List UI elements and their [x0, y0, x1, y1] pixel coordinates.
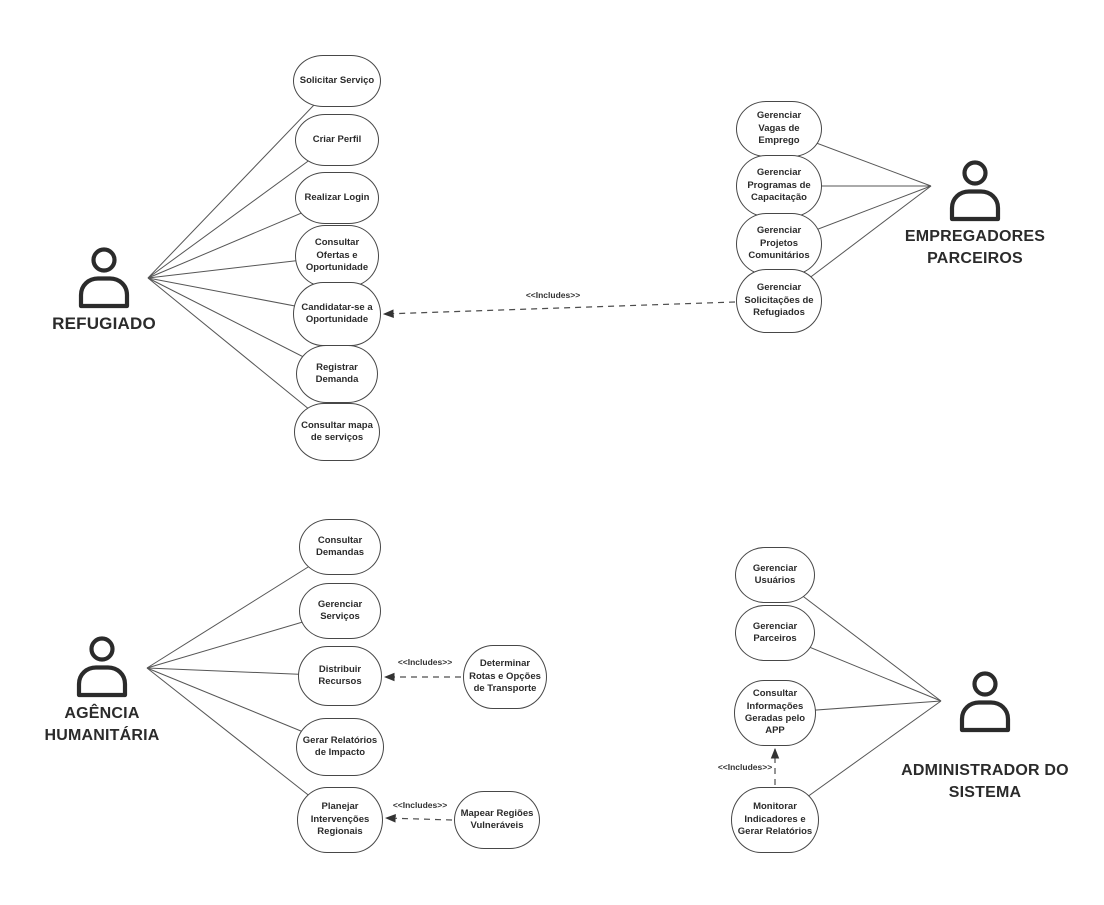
use-case-gerenciar-solicitacoes: Gerenciar Solicitações de Refugiados: [736, 269, 822, 333]
use-case-planejar-intervencoes: Planejar Intervenções Regionais: [297, 787, 383, 853]
use-case-monitorar-indicadores: Monitorar Indicadores e Gerar Relatórios: [731, 787, 819, 853]
use-case-consultar-demandas: Consultar Demandas: [299, 519, 381, 575]
use-case-gerar-relatorios-impacto: Gerar Relatórios de Impacto: [296, 718, 384, 776]
use-case-registrar-demanda: Registrar Demanda: [296, 345, 378, 403]
actor-association-lines: [146, 80, 942, 821]
use-case-distribuir-recursos: Distribuir Recursos: [298, 646, 382, 706]
includes-label-monitorar: <<Includes>>: [717, 762, 773, 772]
use-case-gerenciar-vagas: Gerenciar Vagas de Emprego: [736, 101, 822, 157]
empregadores-actor-label: EMPREGADORES PARCEIROS: [904, 228, 1046, 268]
administrador-actor-icon: [959, 671, 1011, 733]
use-case-realizar-login: Realizar Login: [295, 172, 379, 224]
agencia-actor-icon: [76, 636, 128, 698]
use-case-solicitar-servico: Solicitar Serviço: [293, 55, 381, 107]
administrador-actor-label: ADMINISTRADOR DO SISTEMA: [901, 762, 1069, 802]
includes-dashed-arrows: [382, 301, 780, 823]
use-case-gerenciar-programas: Gerenciar Programas de Capacitação: [736, 155, 822, 217]
refugiado-actor-label: REFUGIADO: [52, 314, 156, 333]
use-case-determinar-rotas: Determinar Rotas e Opções de Transporte: [463, 645, 547, 709]
use-case-gerenciar-parceiros: Gerenciar Parceiros: [735, 605, 815, 661]
use-case-candidatar-se: Candidatar-se a Oportunidade: [293, 282, 381, 346]
use-case-consultar-ofertas: Consultar Ofertas e Oportunidade: [295, 225, 379, 287]
includes-label-distribuir: <<Includes>>: [397, 657, 453, 667]
empregadores-actor-icon: [949, 160, 1001, 222]
use-case-gerenciar-usuarios: Gerenciar Usuários: [735, 547, 815, 603]
includes-label-planejar: <<Includes>>: [392, 800, 448, 810]
includes-label-candidatar: <<Includes>>: [525, 290, 581, 300]
use-case-gerenciar-servicos: Gerenciar Serviços: [299, 583, 381, 639]
use-case-gerenciar-projetos: Gerenciar Projetos Comunitários: [736, 213, 822, 275]
agencia-actor-label: AGÊNCIA HUMANITÁRIA: [44, 705, 160, 745]
use-case-consultar-mapa: Consultar mapa de serviços: [294, 403, 380, 461]
use-case-criar-perfil: Criar Perfil: [295, 114, 379, 166]
refugiado-actor-icon: [78, 247, 130, 309]
use-case-mapear-regioes: Mapear Regiões Vulneráveis: [454, 791, 540, 849]
use-case-consultar-informacoes: Consultar Informações Geradas pelo APP: [734, 680, 816, 746]
